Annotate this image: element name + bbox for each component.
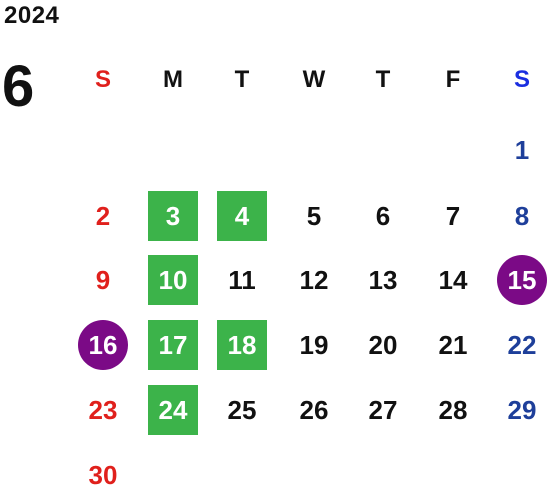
date-cell-18[interactable]: 18: [217, 320, 267, 370]
date-cell-15[interactable]: 15: [497, 255, 547, 305]
date-cell-21[interactable]: 21: [438, 330, 468, 360]
date-cell-13[interactable]: 13: [368, 265, 398, 295]
weekday-header-wednesday: W: [302, 66, 326, 93]
date-cell-20[interactable]: 20: [368, 330, 398, 360]
date-cell-22[interactable]: 22: [507, 330, 537, 360]
weekday-header-friday: F: [445, 66, 461, 93]
date-cell-30[interactable]: 30: [88, 460, 118, 490]
calendar-year: 2024: [4, 2, 60, 29]
weekday-header-thursday: T: [375, 66, 391, 93]
date-cell-7[interactable]: 7: [445, 201, 461, 231]
date-cell-14[interactable]: 14: [438, 265, 468, 295]
date-cell-17[interactable]: 17: [148, 320, 198, 370]
date-cell-2[interactable]: 2: [95, 201, 111, 231]
date-cell-26[interactable]: 26: [299, 395, 329, 425]
date-cell-19[interactable]: 19: [299, 330, 329, 360]
weekday-header-monday: M: [163, 66, 183, 93]
date-cell-3[interactable]: 3: [148, 191, 198, 241]
date-cell-28[interactable]: 28: [438, 395, 468, 425]
weekday-header-saturday: S: [513, 66, 530, 93]
weekday-header-sunday: S: [94, 66, 111, 93]
date-cell-12[interactable]: 12: [299, 265, 329, 295]
date-cell-27[interactable]: 27: [368, 395, 398, 425]
date-cell-11[interactable]: 11: [228, 265, 256, 295]
date-cell-16[interactable]: 16: [78, 320, 128, 370]
calendar-month: 6: [2, 54, 35, 119]
date-cell-23[interactable]: 23: [88, 395, 118, 425]
date-cell-8[interactable]: 8: [514, 201, 530, 231]
date-cell-4[interactable]: 4: [217, 191, 267, 241]
date-cell-24[interactable]: 24: [148, 385, 198, 435]
date-cell-9[interactable]: 9: [95, 265, 111, 295]
date-cell-5[interactable]: 5: [306, 201, 322, 231]
date-cell-29[interactable]: 29: [507, 395, 537, 425]
weekday-header-tuesday: T: [234, 66, 250, 93]
date-cell-6[interactable]: 6: [375, 201, 391, 231]
date-cell-25[interactable]: 25: [227, 395, 257, 425]
date-cell-10[interactable]: 10: [148, 255, 198, 305]
date-cell-1[interactable]: 1: [514, 135, 530, 165]
